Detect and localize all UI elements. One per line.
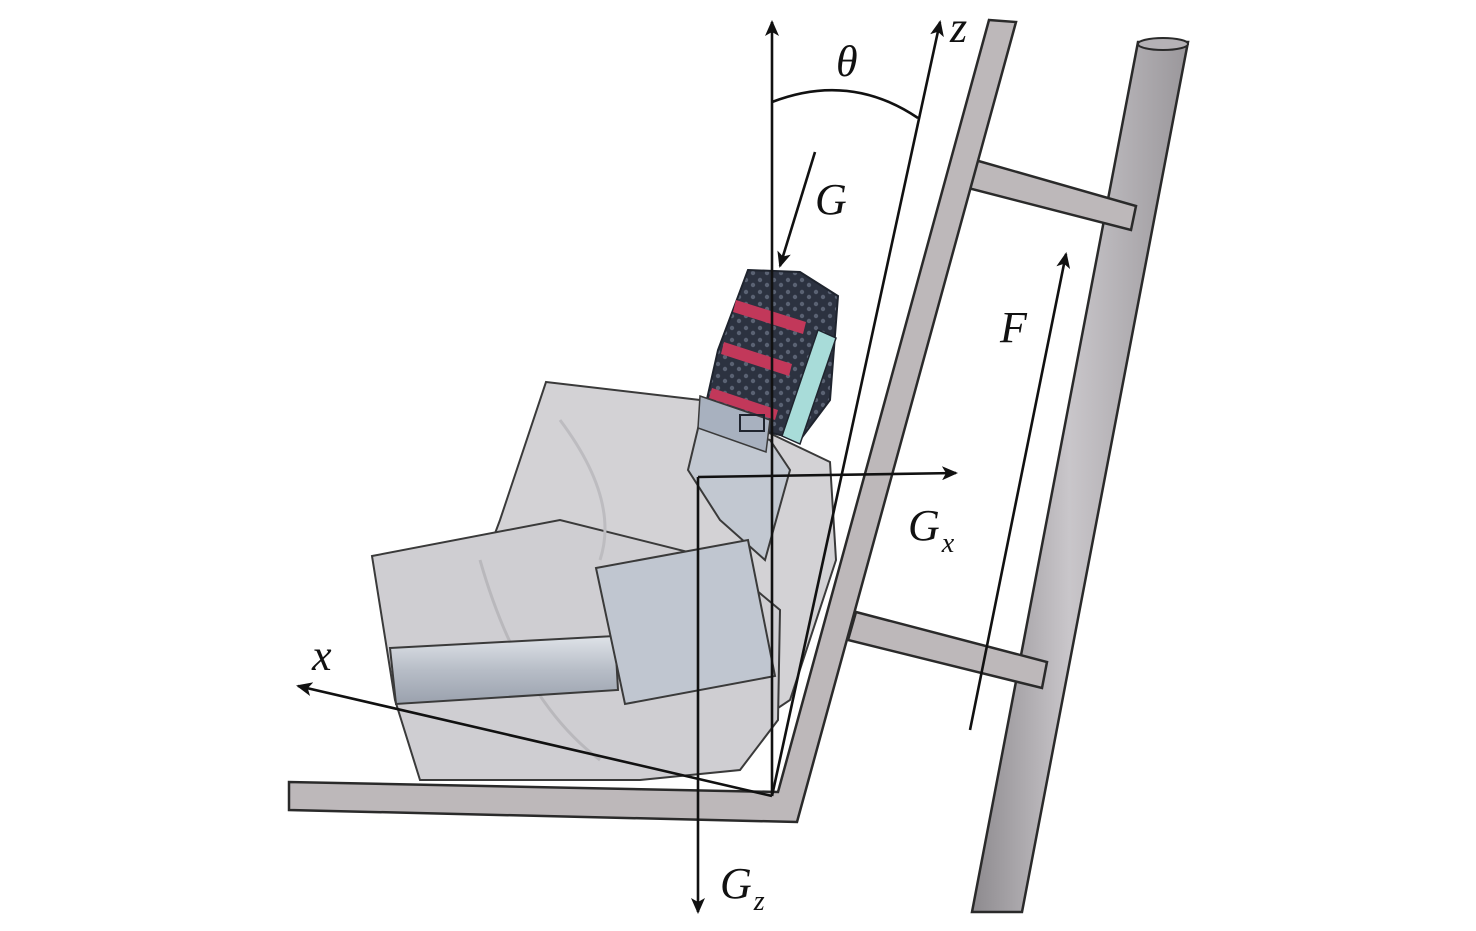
wrapped-cuff: [697, 268, 840, 454]
theta-label: θ: [836, 37, 858, 86]
support-pipe: [970, 37, 1190, 914]
rod-sleeve: [594, 538, 777, 706]
lower-bracket: [846, 610, 1049, 690]
z-axis-arrow: [770, 20, 944, 797]
horizontal-rod: [388, 634, 620, 706]
gx-label: Gx: [908, 501, 955, 559]
gravity-label: G: [815, 175, 847, 224]
gravity-arrow: [777, 151, 817, 268]
x-axis-arrow: [296, 682, 773, 798]
force-arrow: [968, 252, 1071, 731]
l-frame: [287, 18, 1018, 824]
theta-arc: [771, 88, 919, 120]
x-axis-label: x: [311, 631, 332, 680]
force-label: F: [999, 303, 1028, 352]
gx-arrow: [697, 466, 958, 481]
z-axis-label: z: [949, 3, 967, 52]
gz-label: Gz: [720, 859, 765, 917]
